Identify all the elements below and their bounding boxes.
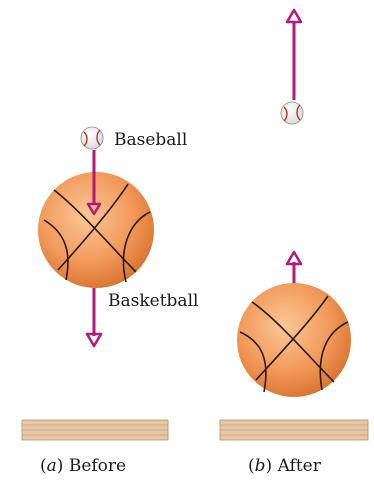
floor-before	[22, 420, 168, 440]
baseball-before	[81, 127, 103, 149]
baseball-label: Baseball	[114, 130, 187, 150]
basketball-before	[38, 172, 154, 288]
basketball-velocity-arrow-before	[87, 288, 101, 346]
baseball-velocity-arrow-after	[287, 10, 301, 100]
caption-after-text: After	[277, 456, 322, 476]
caption-before: (a) Before	[40, 456, 126, 476]
basketball-after	[237, 283, 351, 397]
panel-before: Baseball Basketball (a) Before	[22, 127, 198, 476]
baseball-after	[281, 102, 303, 124]
caption-before-text: Before	[69, 456, 126, 476]
caption-after: (b) After	[248, 456, 322, 476]
floor-after	[220, 420, 368, 440]
caption-after-letter: b	[255, 456, 266, 476]
basketball-label: Basketball	[108, 291, 198, 311]
basketball-velocity-arrow-after	[287, 252, 301, 286]
caption-before-letter: a	[47, 456, 57, 476]
panel-after: (b) After	[220, 10, 368, 476]
